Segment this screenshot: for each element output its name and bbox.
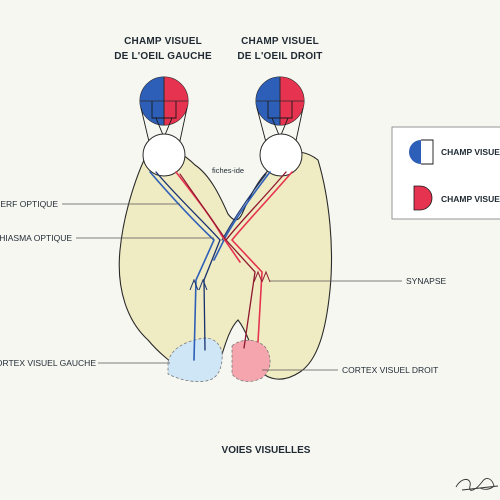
legend-blue-label: CHAMP VISUEL [441,147,500,157]
blue-pathway [149,171,271,361]
left-eyeball [142,133,186,177]
left-eye-header-line1: CHAMP VISUEL [124,36,202,47]
optic-chiasm-label: CHIASMA OPTIQUE [0,233,72,243]
optic-nerve-label: NERF OPTIQUE [0,199,58,209]
left-eye-field-icon [139,76,189,126]
brain-outline [118,146,333,380]
left-eye-header-line2: DE L'OEIL GAUCHE [114,51,212,62]
watermark-text: fiches-ide [212,166,244,175]
legend-box [391,126,500,220]
right-eyeball [259,133,303,177]
right-eye-field-icon [255,76,305,126]
synapse-label: SYNAPSE [406,276,446,286]
red-field-icon [413,185,433,211]
right-eye-header-line1: CHAMP VISUEL [241,36,319,47]
right-eye-header-line2: DE L'OEIL DROIT [237,51,322,62]
right-synapse-arrows [253,270,271,283]
diagram-title: VOIES VISUELLES [222,445,311,456]
right-visual-cortex [231,339,271,382]
right-visual-cortex-label: CORTEX VISUEL DROIT [342,365,438,375]
legend-red-label: CHAMP VISUEL [441,194,500,204]
left-synapse-arrows [189,278,208,291]
blue-field-icon [409,139,434,165]
legend: CHAMP VISUEL CHAMP VISUEL [391,126,500,220]
left-visual-cortex [167,337,223,382]
leader-lines [62,203,402,371]
signature-mark [455,478,499,491]
left-visual-cortex-label: CORTEX VISUEL GAUCHE [0,358,96,368]
red-pathway [175,171,293,349]
